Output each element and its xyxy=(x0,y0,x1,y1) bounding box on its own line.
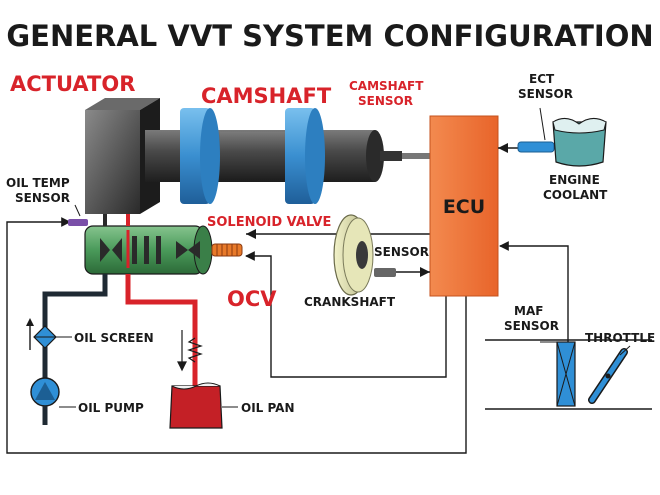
maf-sensor-label-line1: MAF xyxy=(514,304,543,318)
camshaft-label: CAMSHAFT xyxy=(201,84,332,108)
oil-pump-label: OIL PUMP xyxy=(78,401,144,415)
camshaft-sensor-label-line1: CAMSHAFT xyxy=(349,79,424,93)
maf-sensor xyxy=(540,341,576,407)
ect-sensor-label-line2: SENSOR xyxy=(518,87,573,101)
ect-sensor xyxy=(498,141,555,153)
actuator-label: ACTUATOR xyxy=(10,72,135,96)
crankshaft-gear xyxy=(333,214,374,296)
camshaft-sensor-label-line2: SENSOR xyxy=(358,94,413,108)
oil-pump xyxy=(30,377,76,425)
crankshaft-sensor xyxy=(374,267,430,277)
ocv xyxy=(84,225,213,275)
arrow-head xyxy=(246,229,256,239)
intake-duct xyxy=(485,339,652,410)
camshaft-sensor xyxy=(380,151,430,161)
engine-coolant-tank xyxy=(552,118,607,167)
ect-sensor-label-line1: ECT xyxy=(529,72,555,86)
ocv-label: OCV xyxy=(227,287,277,311)
oil-line-pump xyxy=(42,274,108,380)
relief-spring xyxy=(177,330,203,372)
ecu-label: ECU xyxy=(443,196,485,218)
maf-sensor-label-line2: SENSOR xyxy=(504,319,559,333)
oil-temp-sensor xyxy=(68,219,88,226)
oil-screen-label: OIL SCREEN xyxy=(74,331,154,345)
engine-coolant-label-line2: COOLANT xyxy=(543,188,608,202)
diagram-title: GENERAL VVT SYSTEM CONFIGURATION xyxy=(6,19,653,53)
oil-line-pan xyxy=(125,274,198,388)
leader-lines xyxy=(74,107,546,217)
signal-lines xyxy=(6,217,569,454)
solenoid-coil xyxy=(211,243,243,257)
crankshaft-label: CRANKSHAFT xyxy=(304,295,396,309)
solenoid-valve-label: SOLENOID VALVE xyxy=(207,215,331,230)
throttle-plate xyxy=(588,345,631,404)
oil-pan-label: OIL PAN xyxy=(241,401,295,415)
camshaft xyxy=(145,108,384,204)
oil-screen xyxy=(26,318,72,350)
oil-temp-sensor-label-line2: SENSOR xyxy=(15,191,70,205)
crank-sensor-label: SENSOR xyxy=(374,245,429,259)
ecu-box xyxy=(429,115,499,297)
actuator xyxy=(85,98,160,214)
oil-pan xyxy=(169,382,238,429)
engine-coolant-label-line1: ENGINE xyxy=(549,173,600,187)
oil-lines-upper xyxy=(103,214,130,226)
throttle-label: THROTTLE xyxy=(585,331,655,345)
oil-temp-sensor-label-line1: OIL TEMP xyxy=(6,176,70,190)
